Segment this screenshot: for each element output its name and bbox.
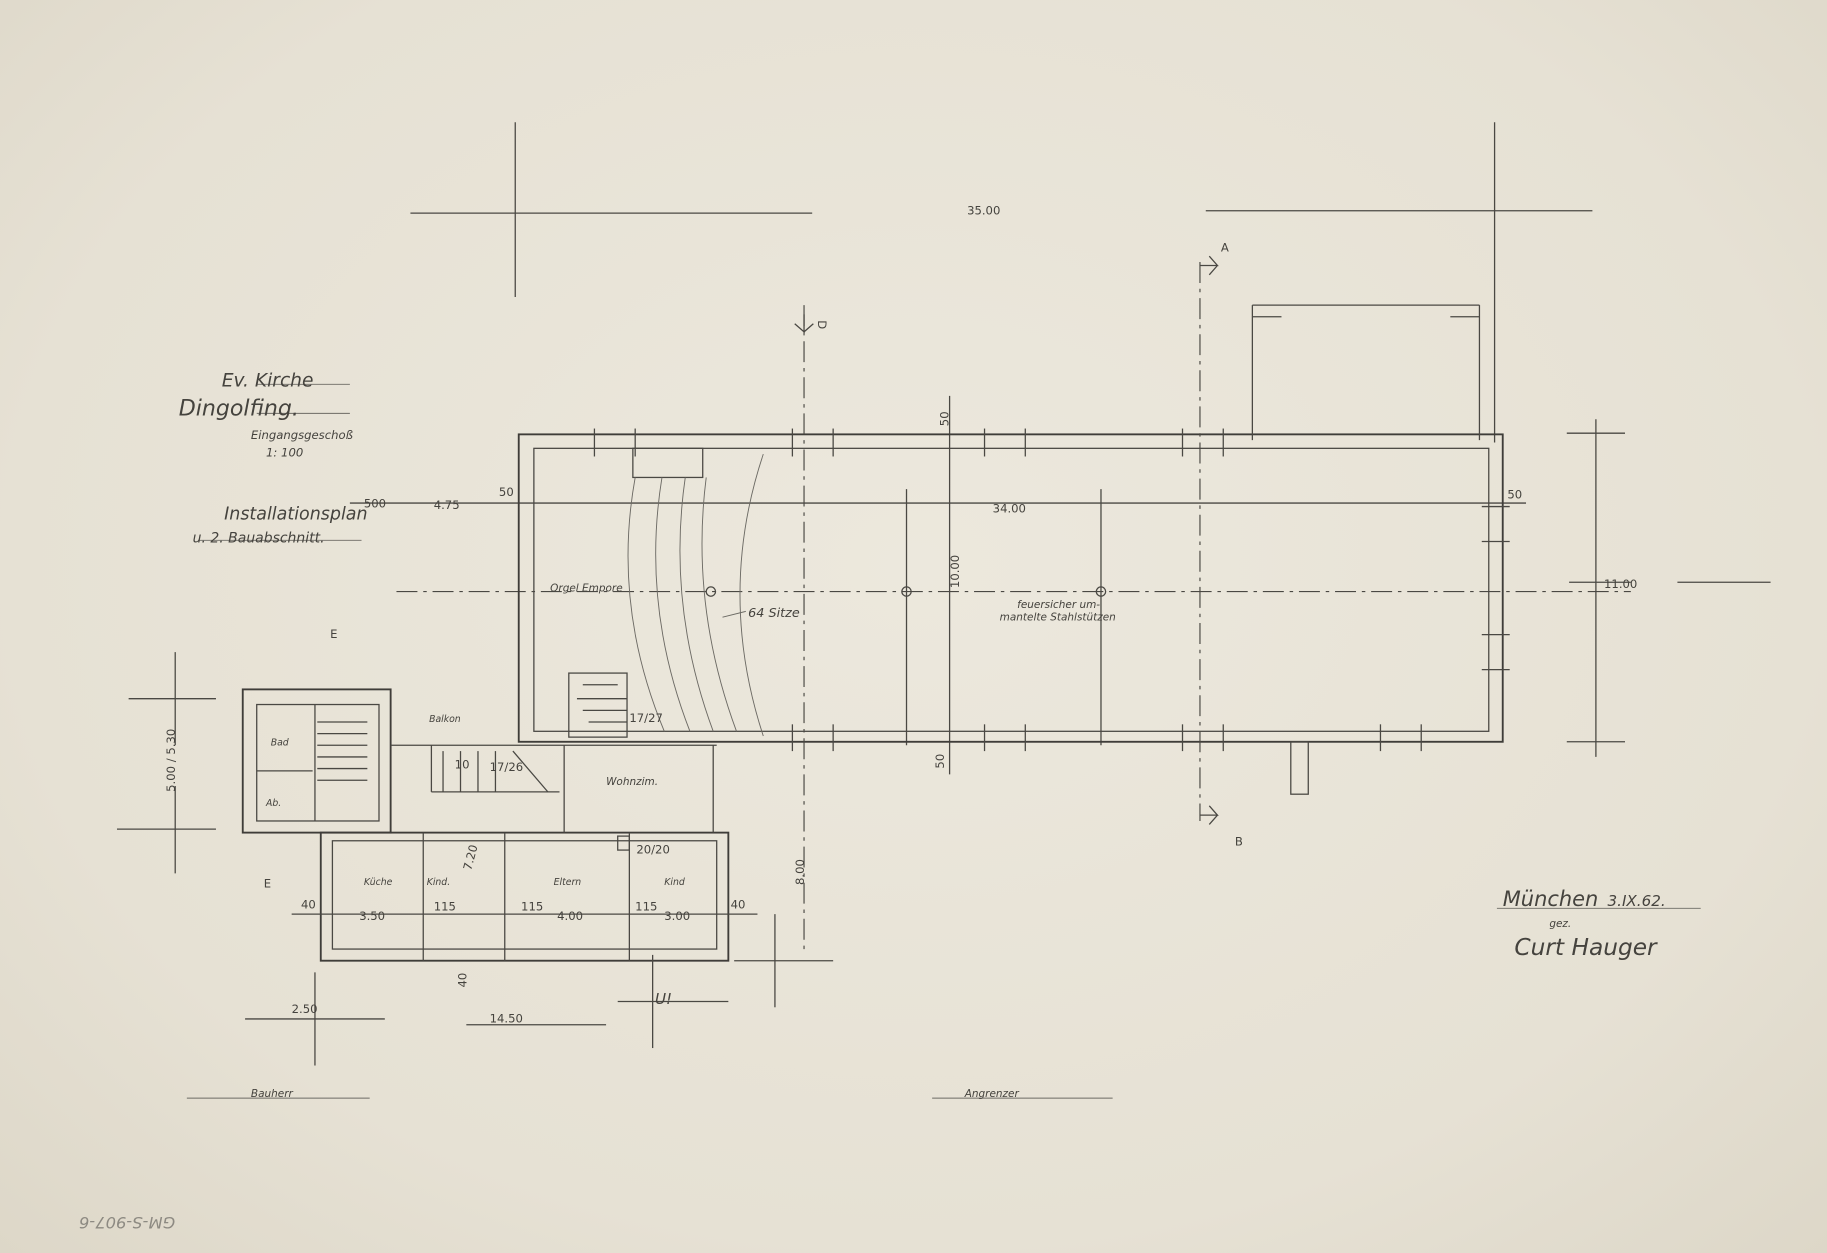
gallery-stair — [568, 672, 628, 738]
angrenzer-label: Angrenzer — [964, 1088, 1020, 1100]
signature-block: München 3.IX.62. gez. Curt Hauger — [1496, 887, 1701, 961]
section-label-e-top: E — [330, 627, 337, 641]
section-line-d — [794, 305, 814, 955]
dim-kueche: 3.50 — [359, 909, 385, 923]
signature-prefix: gez. — [1549, 918, 1571, 930]
section-label-b: B — [1235, 834, 1243, 848]
signature-place: München — [1503, 887, 1599, 911]
dim-partition-3: 115 — [635, 900, 657, 914]
label-kueche: Küche — [364, 877, 393, 888]
label-balkon: Balkon — [429, 714, 461, 725]
dim-hall-length: 34.00 — [993, 501, 1026, 515]
label-seats: 64 Sitze — [748, 606, 800, 621]
title-line-2: Dingolfing. — [179, 396, 299, 422]
dim-partition-2: 115 — [521, 900, 543, 914]
reference-lines — [349, 122, 1631, 775]
dim-left-500: 500 — [364, 497, 386, 511]
section-label-e-bottom: E — [264, 876, 271, 890]
section-label-a: A — [1221, 241, 1229, 255]
bauherr-label: Bauherr — [251, 1088, 294, 1100]
dim-overall-width: 11.00 — [1604, 577, 1637, 591]
label-eltern: Eltern — [554, 877, 582, 888]
tower-outline — [1251, 304, 1481, 441]
dim-wall-bottom: 50 — [933, 754, 947, 769]
dim-house-depth: 8.00 — [793, 859, 807, 885]
dim-chimney: 20/20 — [636, 843, 670, 857]
footer: Bauherr Angrenzer GM-S-907-6 — [79, 1088, 1113, 1232]
dim-overall-length: 35.00 — [967, 203, 1000, 217]
dim-partition-1: 115 — [434, 900, 456, 914]
dim-wall-40-right: 40 — [731, 897, 746, 911]
church-hall — [517, 304, 1510, 795]
dim-wall-left: 50 — [499, 485, 514, 499]
gallery-seating — [627, 454, 764, 737]
label-columns-1: feuersicher um- — [1017, 599, 1100, 611]
archive-number: GM-S-907-6 — [79, 1213, 175, 1232]
room-labels: Orgel Empore 64 Sitze feuersicher um- ma… — [264, 241, 1243, 1008]
signature-date: 3.IX.62. — [1608, 892, 1666, 910]
dimension-labels: 35.00 34.00 10.00 11.00 50 50 50 50 500 … — [164, 203, 1637, 1025]
section-line-a-b — [1199, 255, 1219, 825]
label-columns-2: mantelte Stahlstützen — [1000, 612, 1116, 624]
label-orgel: Orgel Empore — [550, 583, 622, 595]
title-line-3: Eingangsgeschoß — [251, 428, 353, 442]
dim-house-total: 14.50 — [490, 1011, 523, 1025]
dim-wall-40-bottom: 40 — [455, 973, 469, 988]
label-wohnzimmer: Wohnzim. — [606, 776, 658, 788]
signature-name: Curt Hauger — [1514, 934, 1658, 961]
dim-eltern: 4.00 — [557, 909, 583, 923]
dim-stair-width: 5.00 / 5.30 — [164, 729, 178, 792]
dim-wall-right: 50 — [1507, 487, 1522, 501]
label-kind-2: Kind — [664, 877, 685, 888]
residence-plan — [241, 688, 758, 962]
dim-stair-1: 17/27 — [629, 711, 663, 725]
dim-kind: 3.00 — [664, 909, 690, 923]
dim-stair-2: 17/26 — [490, 760, 524, 774]
dim-wall-top: 50 — [937, 411, 951, 426]
reference-crosshairs — [116, 581, 1771, 1066]
dim-kind-depth: 7.20 — [460, 843, 480, 872]
scale-label: 1: 100 — [266, 445, 303, 459]
steel-columns — [705, 586, 1107, 597]
dim-wall-40-left: 40 — [301, 897, 316, 911]
dim-house-left: 2.50 — [292, 1002, 318, 1016]
label-u-mark: U! — [655, 990, 672, 1008]
section-label-d: D — [815, 320, 829, 329]
dim-left-475: 4.75 — [434, 498, 460, 512]
title-block: Ev. Kirche Dingolfing. Eingangsgeschoß 1… — [179, 371, 368, 547]
title-line-5: u. 2. Bauabschnitt. — [193, 531, 325, 547]
label-bad: Bad — [271, 737, 289, 748]
title-line-4: Installationsplan — [224, 504, 367, 524]
dim-stair-3: 10 — [455, 758, 470, 772]
dim-hall-width: 10.00 — [948, 555, 962, 588]
label-kind-1: Kind. — [427, 877, 450, 888]
title-line-1: Ev. Kirche — [222, 371, 314, 392]
label-abort: Ab. — [265, 798, 281, 809]
